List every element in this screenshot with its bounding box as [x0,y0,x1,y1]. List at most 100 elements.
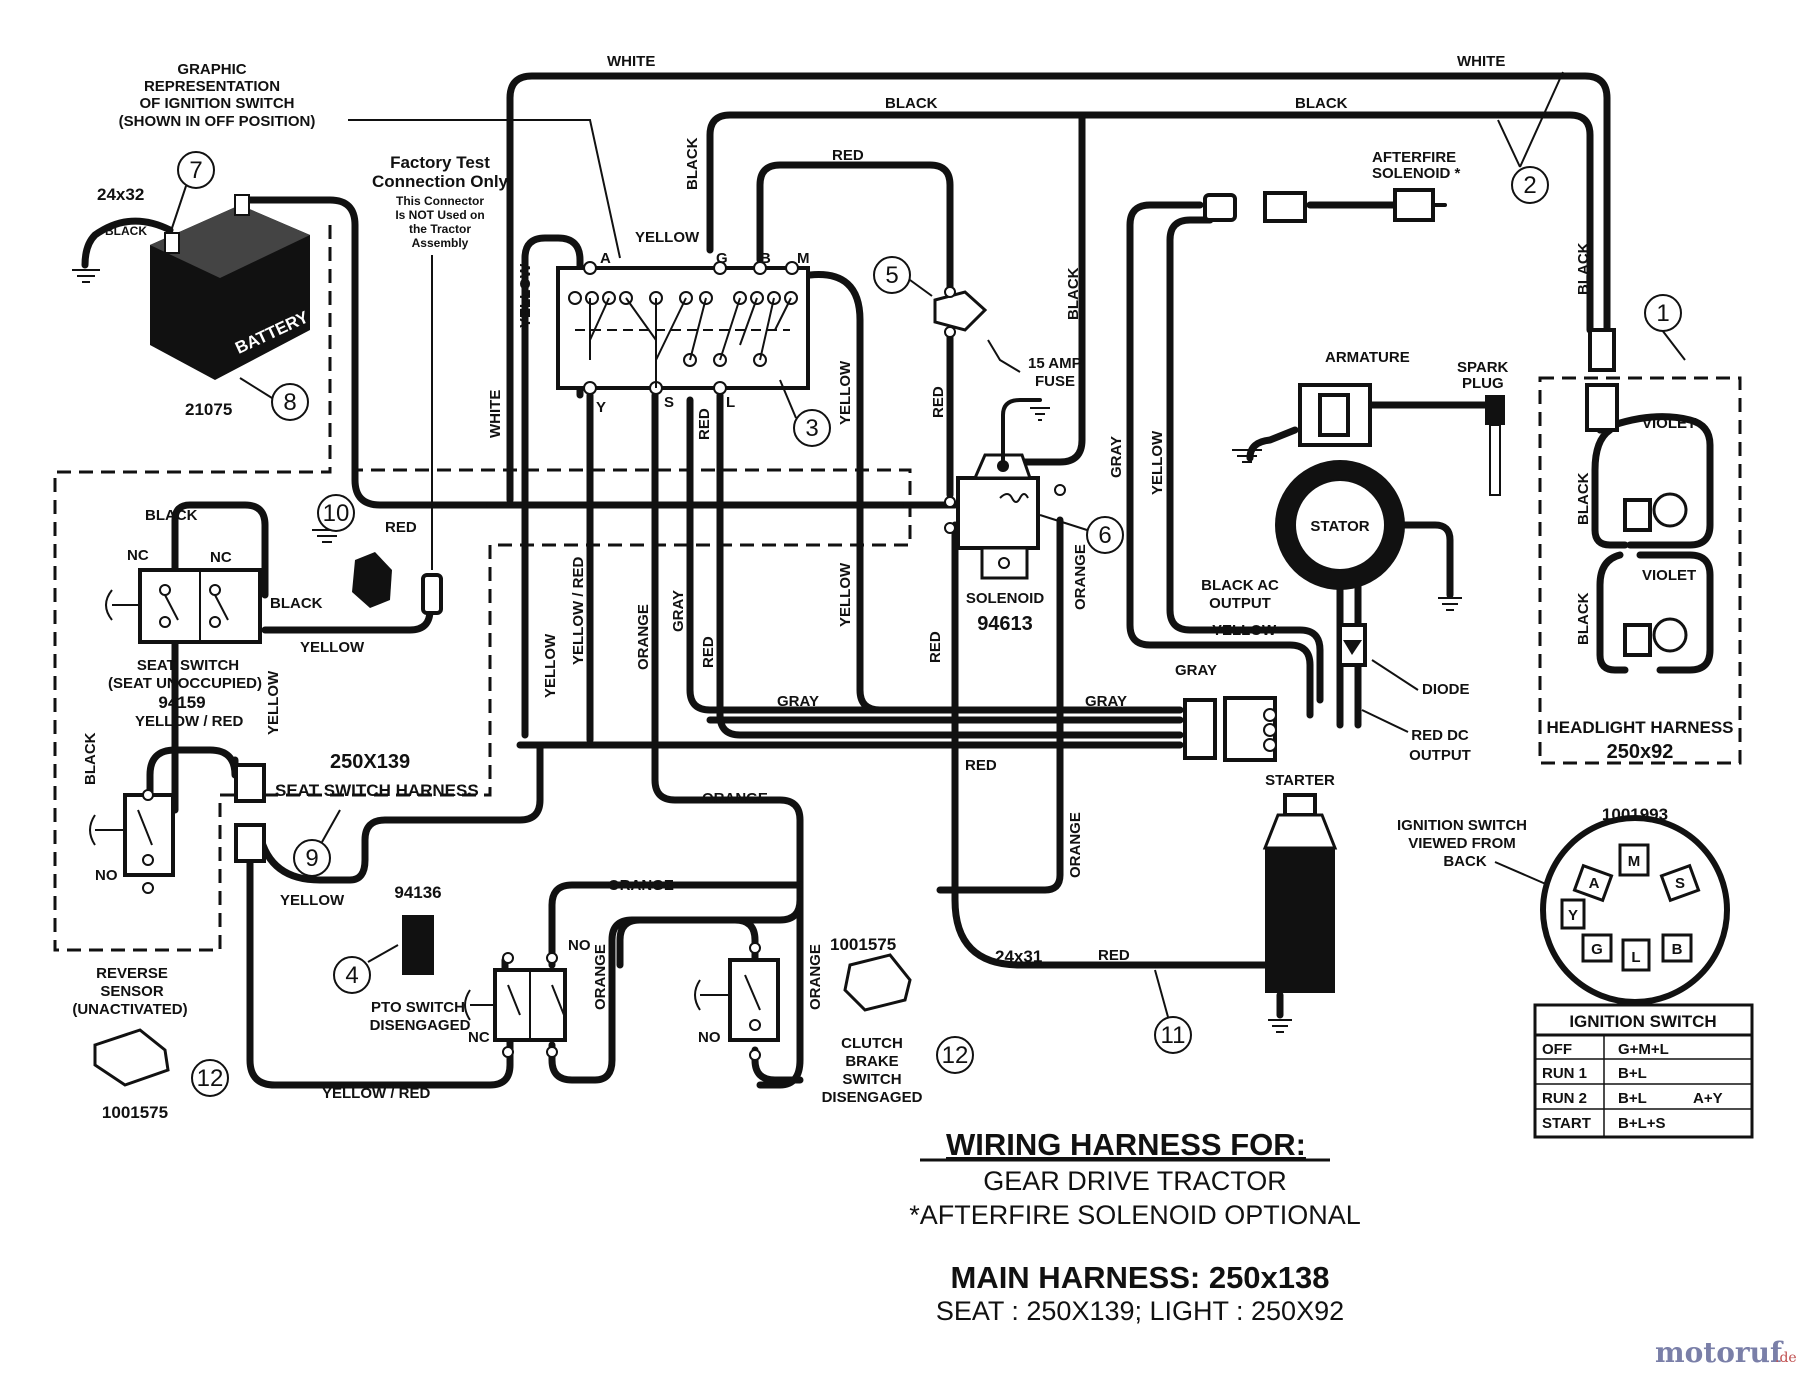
svg-text:BLACK: BLACK [1295,95,1348,112]
solenoid-label: SOLENOID [966,590,1045,607]
svg-text:START: START [1542,1115,1591,1132]
harness-boundaries [53,225,1742,952]
callout-3: 3 [805,415,818,442]
svg-text:BLACK: BLACK [1575,592,1592,645]
svg-text:the Tractor: the Tractor [409,222,471,236]
reverse-no-label: NO [95,867,118,884]
svg-text:YELLOW: YELLOW [1149,430,1166,495]
solenoid: SOLENOID 94613 [944,398,1066,635]
svg-text:YELLOW: YELLOW [837,562,854,627]
svg-text:BLACK: BLACK [885,95,938,112]
svg-text:DISENGAGED: DISENGAGED [370,1017,471,1034]
seat-harness: 250X139 SEAT SWITCH HARNESS [234,751,479,863]
svg-text:RED: RED [930,386,947,418]
battery-ground-icon [72,269,100,283]
callout-9: 9 [305,845,318,872]
seat-nc1-label: NC [127,547,149,564]
seat-switch-label: SEAT SWITCH [137,657,239,674]
terminal-b-label: B [760,250,771,267]
spark-plug-label-1: SPARK [1457,359,1509,376]
svg-text:YELLOW: YELLOW [542,633,559,698]
fuse: 15 AMP FUSE [933,286,1082,390]
headlight-harness-label: HEADLIGHT HARNESS [1546,718,1733,737]
svg-text:GRAY: GRAY [1085,693,1127,710]
ignition-table-title: IGNITION SWITCH [1569,1012,1716,1031]
svg-text:RED: RED [696,408,713,440]
footer: WIRING HARNESS FOR: GEAR DRIVE TRACTOR *… [909,1127,1796,1369]
pto-part: 94136 [394,883,441,902]
svg-text:BACK: BACK [1443,853,1486,870]
battery: BATTERY 24x32 BLACK 21075 [72,185,312,419]
seat-switch: NC NC SEAT SWITCH (SEAT UNOCCUPIED) 9415… [105,529,342,712]
svg-text:SWITCH: SWITCH [842,1071,901,1088]
connector-10 [352,552,392,608]
svg-text:L: L [1631,949,1640,966]
callout-8: 8 [283,389,296,416]
svg-text:BLACK: BLACK [82,732,99,785]
svg-text:RUN 2: RUN 2 [1542,1090,1587,1107]
svg-text:S: S [1675,875,1685,892]
svg-text:GRAY: GRAY [777,693,819,710]
svg-text:RED: RED [927,631,944,663]
svg-text:YELLOW: YELLOW [300,639,365,656]
wire-violet-3 [1636,551,1714,674]
wire-yellow-stator [1166,216,1324,704]
pto-switch: 94136 PTO SWITCH DISENGAGED NO NC [370,883,591,1058]
callouts: 1 2 3 4 5 6 7 8 9 10 11 12 12 [171,71,1682,1097]
headlight-bulb-1 [1623,492,1688,532]
headlight-harness-boundary [1538,376,1742,765]
svg-text:ORANGE: ORANGE [635,604,652,670]
seat-harness-boundary [53,225,912,952]
svg-text:WHITE: WHITE [607,53,655,70]
starter-label: STARTER [1265,772,1335,789]
svg-text:G: G [1591,941,1603,958]
terminal-s-label: S [664,394,674,411]
armature-stator: ARMATURE STATOR SPARK PLUG BLACK AC OUTP… [1201,349,1508,764]
svg-text:GRAY: GRAY [1175,662,1217,679]
wire-orange-1 [936,516,1064,894]
svg-text:BLACK: BLACK [145,507,198,524]
wire-stator-ground [1386,521,1454,599]
svg-text:B: B [1672,941,1683,958]
callout-6: 6 [1098,522,1111,549]
reverse-switch: NO [89,789,175,894]
svg-text:DISENGAGED: DISENGAGED [822,1089,923,1106]
factory-test-connector: Factory Test Connection Only This Connec… [372,153,509,615]
svg-text:(UNACTIVATED): (UNACTIVATED) [72,1001,187,1018]
svg-text:B+L: B+L [1618,1090,1647,1107]
fuse-label-2: FUSE [1035,373,1075,390]
svg-text:YELLOW: YELLOW [1212,622,1277,639]
wire-yellow-m [806,271,884,714]
svg-text:ORANGE: ORANGE [1072,544,1089,610]
svg-text:Is NOT Used on: Is NOT Used on [395,208,484,222]
svg-text:BLACK: BLACK [270,595,323,612]
callout-7: 7 [189,157,202,184]
wire-black-top [706,111,1594,334]
seat-harness-label: SEAT SWITCH HARNESS [275,781,479,800]
battery-part-number: 21075 [185,400,232,419]
wire-white-top [506,72,1611,344]
terminal-m-label: M [797,250,810,267]
svg-text:VIOLET: VIOLET [1642,415,1696,432]
ignition-rep-line-4: (SHOWN IN OFF POSITION) [119,113,316,130]
afterfire-label-1: AFTERFIRE [1372,149,1456,166]
diode-label: DIODE [1422,681,1470,698]
wire-red-solenoid [951,521,1269,969]
armature-label: ARMATURE [1325,349,1410,366]
wires [81,72,1714,1089]
ignition-rep-line-1: GRAPHIC [177,61,246,78]
callout-11: 11 [1161,1022,1186,1049]
wire-yellow-red-bottom [246,826,514,1089]
fuse-label-1: 15 AMP [1028,355,1082,372]
wire-labels: WHITE WHITE BLACK BLACK BLACK RED YELLOW… [82,53,1592,1102]
wire-red-top [756,161,954,296]
black-ac-label-1: BLACK AC [1201,577,1279,594]
seat-switch-sub: (SEAT UNOCCUPIED) [108,675,262,692]
svg-text:VIEWED FROM: VIEWED FROM [1408,835,1516,852]
terminal-y-label: Y [596,399,606,416]
afterfire-label-2: SOLENOID * [1372,165,1461,182]
footer-line-1: GEAR DRIVE TRACTOR [983,1166,1287,1196]
footer-main-harness: MAIN HARNESS: 250x138 [950,1260,1329,1295]
ignition-table: IGNITION SWITCH OFF G+M+L RUN 1 B+L RUN … [1533,1003,1754,1139]
